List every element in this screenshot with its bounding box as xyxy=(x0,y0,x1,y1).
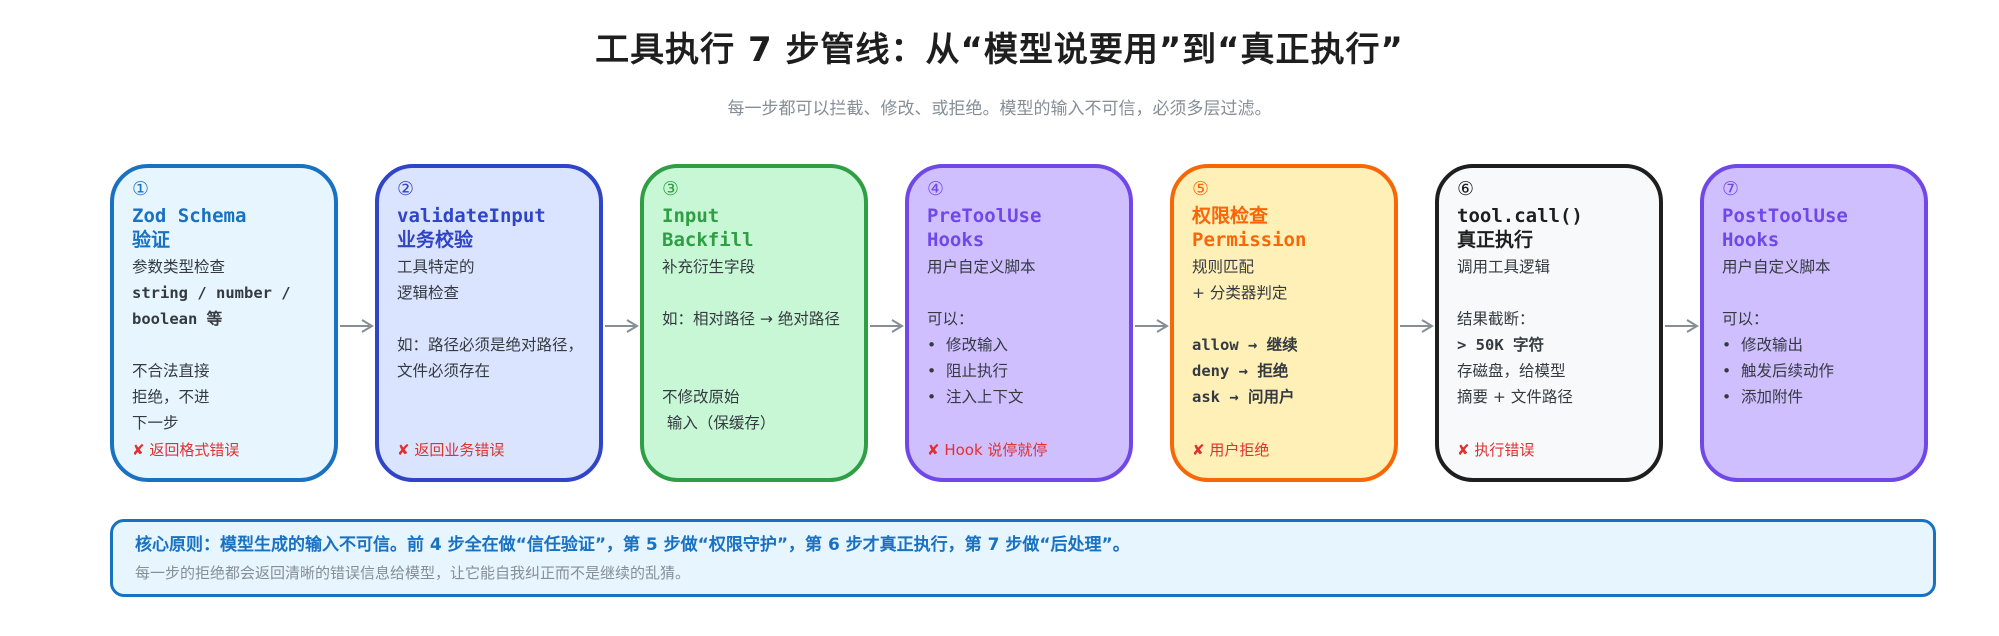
page-title: 工具执行 7 步管线：从“模型说要用”到“真正执行” xyxy=(595,30,1404,70)
core-principle-text: 核心原则：模型生成的输入不可信。前 4 步全在做“信任验证”，第 5 步做“权限… xyxy=(135,535,1130,555)
step-heading: 权限检查 Permission xyxy=(1192,205,1307,251)
step-description: 补充衍生字段如：相对路径 → 绝对路径不修改原始 输入（保缓存） xyxy=(662,254,848,436)
step-description-line: 参数类型检查 xyxy=(132,258,226,276)
step-error-label: ✘ 用户拒绝 xyxy=(1192,441,1270,459)
step-description-line: 调用工具逻辑 xyxy=(1457,258,1551,276)
step-description-line: 可以： xyxy=(1722,310,1769,328)
step-description-line: deny → 拒绝 xyxy=(1192,362,1289,380)
step-description-line: 拒绝，不进 xyxy=(132,388,210,406)
step-description-line: 结果截断： xyxy=(1457,310,1535,328)
step-description-line: 规则匹配 xyxy=(1192,258,1255,276)
step-description-line: > 50K 字符 xyxy=(1457,336,1544,354)
step-description-line xyxy=(662,332,848,358)
step-description-line: 可以： xyxy=(927,310,974,328)
arrow-right-icon xyxy=(605,318,639,333)
step-error-label: ✘ 执行错误 xyxy=(1457,441,1535,459)
step-number: ④ xyxy=(927,178,945,200)
step-heading: PreToolUse Hooks xyxy=(927,205,1042,251)
step-description-line: 补充衍生字段 xyxy=(662,258,756,276)
step-number: ⑤ xyxy=(1192,178,1210,200)
step-description-line xyxy=(1722,280,1908,306)
arrow-right-icon xyxy=(1665,318,1699,333)
step-description-line: • 触发后续动作 xyxy=(1722,362,1834,380)
step-card-7: ⑦ PostToolUse Hooks 用户自定义脚本可以： • 修改输出 • 触发后续… xyxy=(1700,164,1928,482)
step-description-line xyxy=(397,306,583,332)
step-description: 调用工具逻辑结果截断： > 50K 字符存磁盘，给模型摘要 + 文件路径 xyxy=(1457,254,1643,410)
step-description-line: 如：路径必须是绝对路径， xyxy=(397,336,584,354)
step-number: ② xyxy=(397,178,415,200)
step-description: 参数类型检查 string / number / boolean 等不合法直接拒绝，… xyxy=(132,254,318,436)
arrow-right-icon xyxy=(1400,318,1434,333)
step-error-label: ✘ Hook 说停就停 xyxy=(927,441,1048,459)
step-description-line: • 注入上下文 xyxy=(927,388,1024,406)
step-description-line: 逻辑检查 xyxy=(397,284,460,302)
step-card-5: ⑤ 权限检查 Permission 规则匹配 + 分类器判定 allow → 继续 den… xyxy=(1170,164,1398,482)
step-description-line: • 修改输出 xyxy=(1722,336,1803,354)
step-heading: validateInput 业务校验 xyxy=(397,205,546,251)
step-description-line xyxy=(662,358,848,384)
step-description-line xyxy=(1457,280,1643,306)
step-description-line xyxy=(662,280,848,306)
step-description-line: • 添加附件 xyxy=(1722,388,1803,406)
step-description-line: allow → 继续 xyxy=(1192,336,1298,354)
core-principle-box: 核心原则：模型生成的输入不可信。前 4 步全在做“信任验证”，第 5 步做“权限… xyxy=(110,519,1936,597)
step-description-line: boolean 等 xyxy=(132,310,223,328)
step-description-line: • 阻止执行 xyxy=(927,362,1008,380)
step-card-2: ② validateInput 业务校验工具特定的逻辑检查如：路径必须是绝对路径，… xyxy=(375,164,603,482)
step-heading: Zod Schema 验证 xyxy=(132,205,247,251)
arrow-right-icon xyxy=(1135,318,1169,333)
step-description-line xyxy=(927,280,1113,306)
core-principle-note: 每一步的拒绝都会返回清晰的错误信息给模型，让它能自我纠正而不是继续的乱猜。 xyxy=(135,564,691,582)
step-description-line: 不修改原始 xyxy=(662,388,740,406)
step-number: ③ xyxy=(662,178,680,200)
step-heading: Input Backfill xyxy=(662,205,754,251)
step-number: ⑦ xyxy=(1722,178,1740,200)
step-description-line: ask → 问用户 xyxy=(1192,388,1295,406)
step-description-line: + 分类器判定 xyxy=(1192,284,1288,302)
step-card-6: ⑥ tool.call() 真正执行调用工具逻辑结果截断： > 50K 字符存磁盘，… xyxy=(1435,164,1663,482)
step-heading: tool.call() 真正执行 xyxy=(1457,205,1583,251)
step-number: ① xyxy=(132,178,150,200)
step-description-line xyxy=(1192,306,1378,332)
step-card-4: ④ PreToolUse Hooks 用户自定义脚本可以： • 修改输入 • 阻止执行 •… xyxy=(905,164,1133,482)
step-description: 规则匹配 + 分类器判定 allow → 继续 deny → 拒绝 ask → 问用户 xyxy=(1192,254,1378,410)
step-description: 用户自定义脚本可以： • 修改输入 • 阻止执行 • 注入上下文 xyxy=(927,254,1113,410)
arrow-right-icon xyxy=(340,318,374,333)
step-description-line: 不合法直接 xyxy=(132,362,210,380)
step-description-line: • 修改输入 xyxy=(927,336,1008,354)
step-number: ⑥ xyxy=(1457,178,1475,200)
step-description-line: 用户自定义脚本 xyxy=(927,258,1036,276)
step-card-1: ① Zod Schema 验证参数类型检查 string / number / boo… xyxy=(110,164,338,482)
step-description-line: 存磁盘，给模型 xyxy=(1457,362,1566,380)
step-description-line: 如：相对路径 → 绝对路径 xyxy=(662,310,840,328)
step-error-label: ✘ 返回业务错误 xyxy=(397,441,505,459)
step-description-line: 下一步 xyxy=(132,414,179,432)
step-heading: PostToolUse Hooks xyxy=(1722,205,1848,251)
page-subtitle: 每一步都可以拦截、修改、或拒绝。模型的输入不可信，必须多层过滤。 xyxy=(727,99,1272,119)
step-description-line: string / number / xyxy=(132,284,291,302)
step-description-line: 输入（保缓存） xyxy=(662,414,776,432)
step-description-line: 文件必须存在 xyxy=(397,362,491,380)
step-description: 用户自定义脚本可以： • 修改输出 • 触发后续动作 • 添加附件 xyxy=(1722,254,1908,410)
step-description-line: 摘要 + 文件路径 xyxy=(1457,388,1573,406)
step-description: 工具特定的逻辑检查如：路径必须是绝对路径， 文件必须存在 xyxy=(397,254,583,384)
step-description-line: 用户自定义脚本 xyxy=(1722,258,1831,276)
arrow-right-icon xyxy=(870,318,904,333)
step-error-label: ✘ 返回格式错误 xyxy=(132,441,240,459)
step-description-line: 工具特定的 xyxy=(397,258,475,276)
step-description-line xyxy=(132,332,318,358)
